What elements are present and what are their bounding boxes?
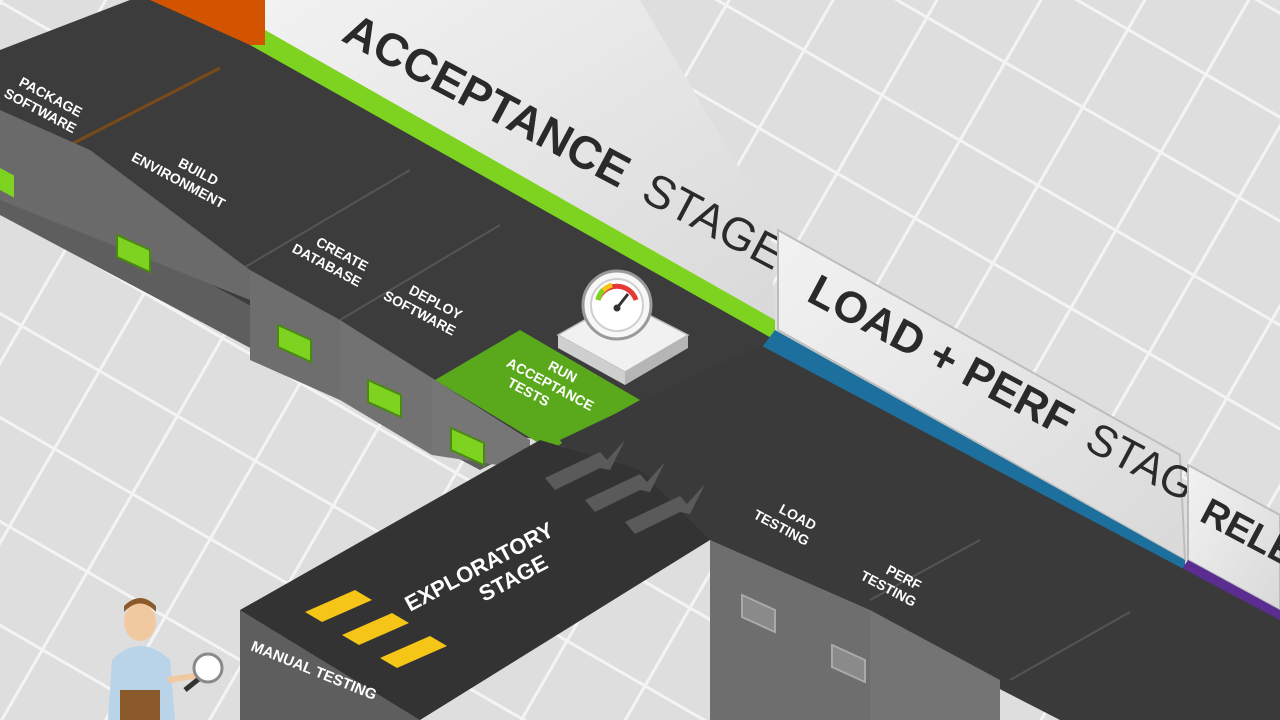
performance-gauge-server-icon — [556, 269, 690, 385]
status-light-deploy — [367, 378, 402, 419]
exploratory-track — [240, 440, 710, 720]
exploratory-indicator — [305, 590, 372, 622]
status-light-create — [277, 323, 312, 364]
run-acceptance-tests-tile[interactable] — [435, 330, 640, 450]
status-light-run — [450, 426, 485, 467]
status-light-package — [0, 168, 14, 198]
track-front-face — [0, 110, 250, 300]
exploratory-indicator — [342, 613, 409, 645]
status-light-perf — [831, 643, 866, 684]
step-divider — [869, 539, 981, 601]
step-divider — [339, 224, 501, 321]
step-divider — [239, 169, 411, 271]
step-divider — [1009, 611, 1131, 681]
load-perf-track-front — [870, 610, 1000, 720]
step-divider — [59, 66, 221, 152]
acceptance-stage-panel — [265, 0, 775, 320]
status-light-load — [741, 593, 776, 634]
load-perf-track — [560, 345, 1280, 720]
flow-arrows — [545, 440, 705, 534]
release-stage-panel — [1187, 463, 1280, 612]
exploratory-indicator — [380, 636, 447, 668]
acceptance-stage-accent — [250, 30, 775, 340]
load-perf-track-front — [710, 540, 870, 720]
tester-with-magnifier-icon — [108, 598, 224, 720]
acceptance-stage-accent-top — [150, 0, 265, 45]
status-light-build — [116, 233, 151, 274]
exploratory-track-front — [240, 610, 420, 720]
